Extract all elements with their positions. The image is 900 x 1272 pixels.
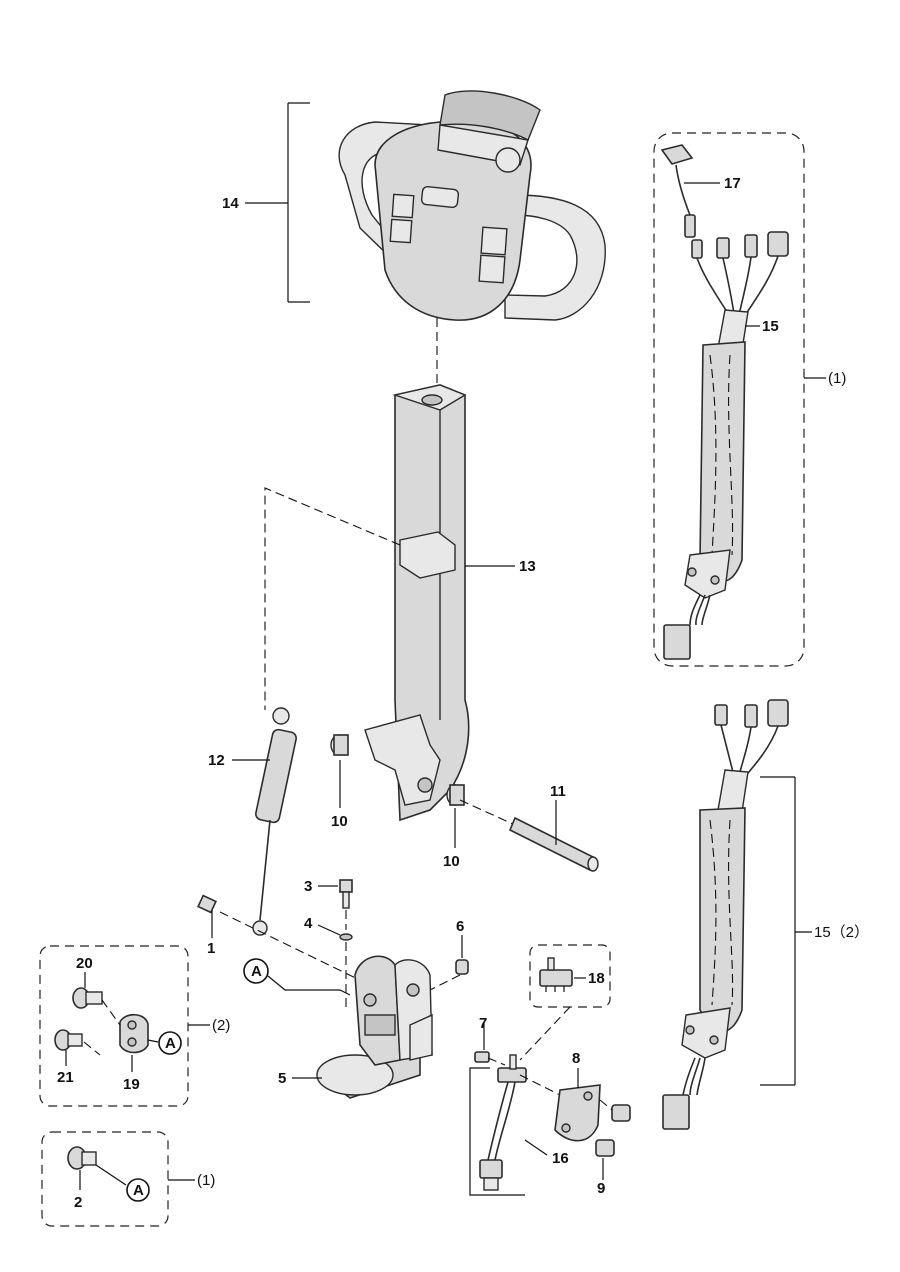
label-10-right: 10 <box>443 853 460 870</box>
bushing-part-10-left <box>330 734 349 756</box>
screw-part-7 <box>474 1051 490 1063</box>
label-8: 8 <box>572 1050 580 1067</box>
bolt-part-21 <box>54 1029 83 1051</box>
pin-part-6 <box>455 959 469 975</box>
pin-part-11 <box>508 816 599 872</box>
label-18: 18 <box>588 970 605 987</box>
wire-harness-part-15-top <box>663 231 789 660</box>
reference-a-marker-group-1: A <box>126 1178 150 1202</box>
base-bracket-part-5 <box>316 955 433 1099</box>
label-15-2: 15（2） <box>814 924 869 941</box>
label-group-1-top: (1) <box>828 370 846 387</box>
label-17: 17 <box>724 175 741 192</box>
label-12: 12 <box>208 752 225 769</box>
label-20: 20 <box>76 955 93 972</box>
reference-a-marker: A <box>243 958 269 984</box>
gas-spring-part-12 <box>252 707 297 936</box>
label-2: 2 <box>74 1194 82 1211</box>
label-10-left: 10 <box>331 813 348 830</box>
wire-harness-part-15-bottom <box>662 699 789 1130</box>
label-1: 1 <box>207 940 215 957</box>
label-19: 19 <box>123 1076 140 1093</box>
bushing-part-10-right <box>446 784 465 806</box>
label-14: 14 <box>222 195 239 212</box>
label-group-2: (2) <box>212 1017 230 1034</box>
label-6: 6 <box>456 918 464 935</box>
bolt-part-3 <box>339 879 353 909</box>
control-handle-part-14 <box>338 90 606 321</box>
label-15: 15 <box>762 318 779 335</box>
svg-text:A: A <box>133 1182 144 1199</box>
washer-part-4 <box>339 933 353 941</box>
steering-tube-part-13 <box>364 384 470 822</box>
clamp-part-19 <box>119 1013 149 1054</box>
label-3: 3 <box>304 878 312 895</box>
label-21: 21 <box>57 1069 74 1086</box>
bolt-part-2 <box>67 1146 97 1170</box>
svg-text:A: A <box>165 1035 176 1052</box>
mounting-plate-part-8 <box>554 1084 601 1142</box>
label-16: 16 <box>552 1150 569 1167</box>
svg-text:A: A <box>251 963 262 980</box>
label-7: 7 <box>479 1015 487 1032</box>
label-5: 5 <box>278 1070 286 1087</box>
label-11: 11 <box>550 783 566 800</box>
label-13: 13 <box>519 558 536 575</box>
switch-harness-part-16 <box>479 1054 527 1191</box>
bolt-part-1 <box>197 894 217 914</box>
label-4: 4 <box>304 915 313 932</box>
connector-part-17 <box>660 144 696 238</box>
screw-part-9 <box>595 1104 631 1157</box>
label-group-1-bottom: (1) <box>197 1172 215 1189</box>
label-9: 9 <box>597 1180 605 1197</box>
reference-a-marker-group-2: A <box>158 1031 182 1055</box>
bolt-part-20 <box>72 987 103 1009</box>
micro-switch-part-18 <box>539 957 573 992</box>
